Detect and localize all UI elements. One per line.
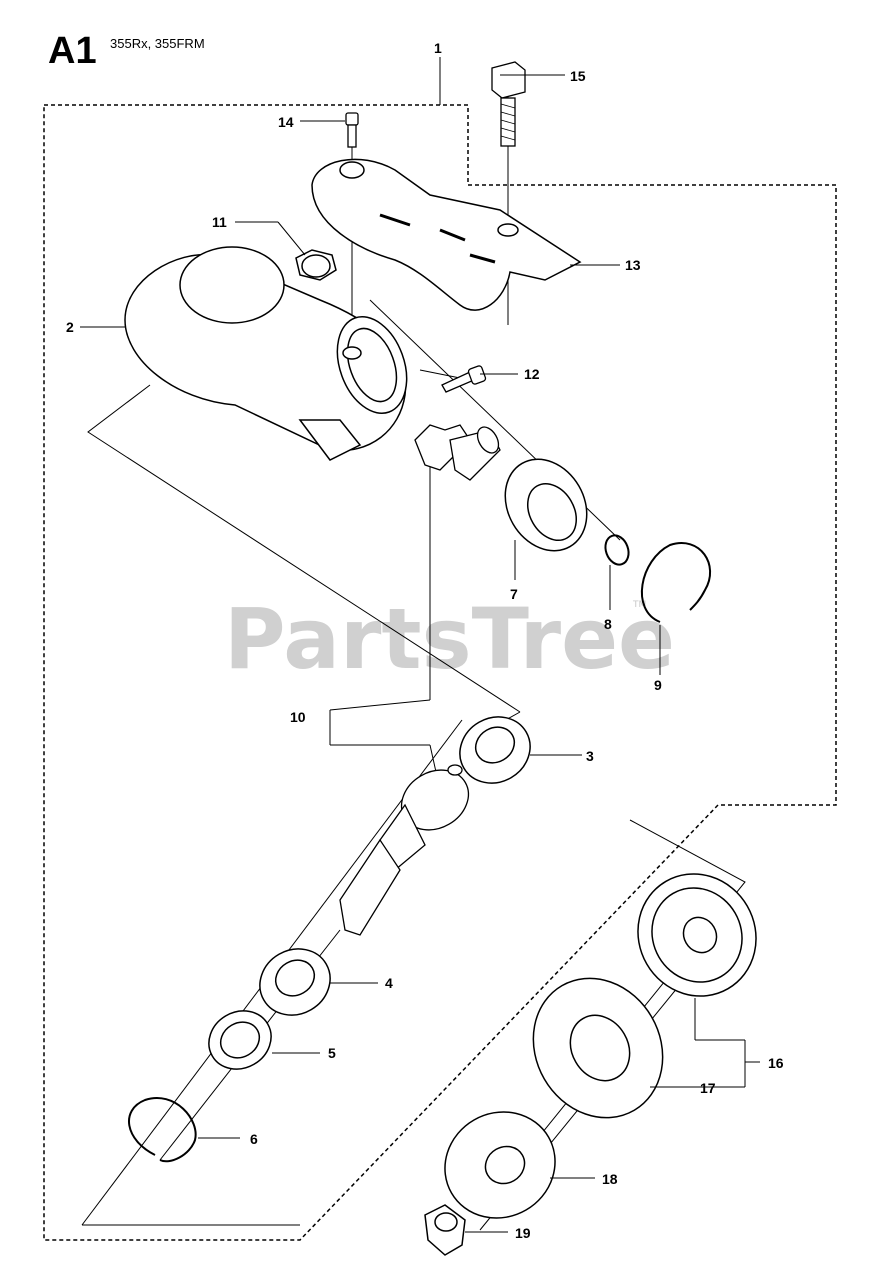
leader-lines [80,57,760,1233]
callout-11: 11 [212,214,227,230]
callout-6: 6 [250,1131,258,1147]
gear-housing [124,246,408,461]
watermark-tm: TM [633,600,647,610]
callout-14: 14 [278,114,294,130]
callout-16: 16 [768,1055,784,1071]
oil-seal [208,1010,272,1070]
callout-17: 17 [700,1080,716,1096]
callout-3: 3 [586,748,594,764]
shaft-clamp [311,158,582,311]
callout-9: 9 [654,677,662,693]
callout-18: 18 [602,1171,618,1187]
small-retaining-ring [604,534,630,566]
retaining-ring [128,1097,197,1163]
plug-part [295,249,337,281]
bearing-mid [459,716,531,784]
model-list: 355Rx, 355FRM [110,36,205,51]
callout-4: 4 [385,975,393,991]
callout-15: 15 [570,68,586,84]
screw-side [441,365,487,393]
screw-top [345,112,359,148]
callout-5: 5 [328,1045,336,1061]
section-code: A1 [48,30,97,72]
callout-10: 10 [290,709,306,725]
support-cup [444,1111,556,1219]
nut [424,1204,466,1256]
bearing-lower [259,948,331,1016]
bolt-top [491,61,526,147]
assembly-boundary [43,104,837,1241]
gear-shaft [339,764,470,936]
callout-8: 8 [604,616,612,632]
circlip-large [641,542,711,623]
pinion-gear [414,424,501,481]
callout-12: 12 [524,366,540,382]
callout-13: 13 [625,257,641,273]
drive-disc [637,873,757,997]
bearing-upper [504,458,588,552]
callout-1: 1 [434,40,442,56]
watermark-text: PartsTree [224,590,676,688]
large-washer [532,977,664,1119]
callout-2: 2 [66,319,74,335]
callout-7: 7 [510,586,518,602]
callout-19: 19 [515,1225,531,1241]
